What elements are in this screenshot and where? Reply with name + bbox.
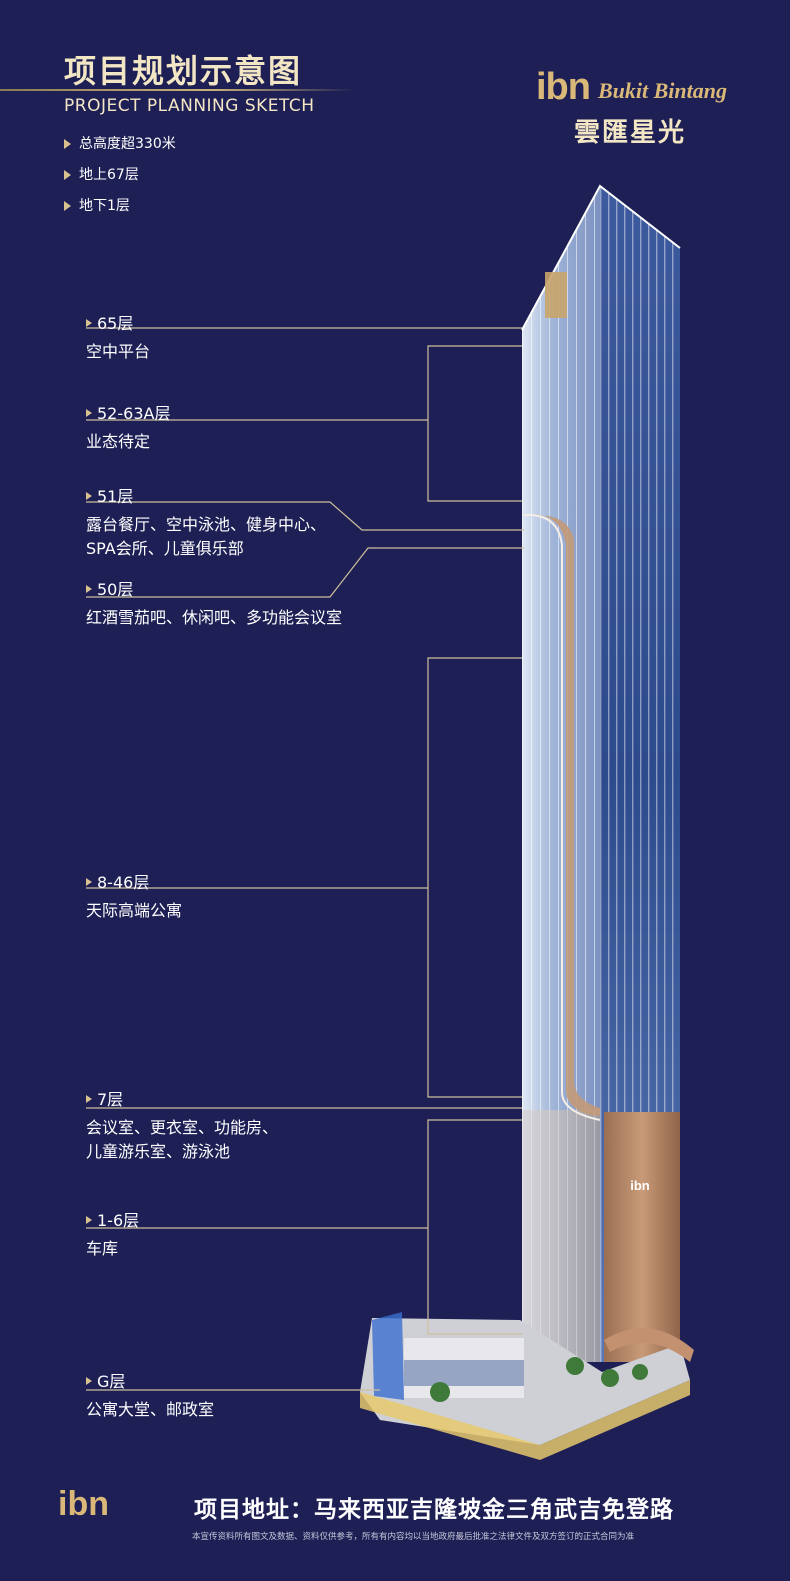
- floor-label-50: 50层 红酒雪茄吧、休闲吧、多功能会议室: [86, 580, 343, 627]
- arrow-icon: [64, 170, 71, 180]
- arrow-icon: [64, 201, 71, 211]
- project-address: 项目地址：马来西亚吉隆坡金三角武吉免登路: [194, 1497, 674, 1523]
- arrow-icon: [86, 584, 92, 593]
- arrow-icon: [64, 139, 71, 149]
- arrow-icon: [86, 1376, 92, 1385]
- page-title: 项目规划示意图: [64, 52, 303, 90]
- bronze-panel: [604, 1112, 680, 1362]
- title-divider: [0, 89, 355, 91]
- brand-english-name: Bukit Bintang: [598, 78, 728, 103]
- arrow-icon: [86, 1094, 92, 1103]
- page-subtitle: PROJECT PLANNING SKETCH: [64, 96, 315, 116]
- stat-height: 总高度超330米: [64, 133, 176, 153]
- leader-lines: [86, 327, 524, 1391]
- brand-chinese-name: 雲匯星光: [574, 118, 687, 148]
- stat-floors-above: 地上67层: [64, 164, 139, 184]
- disclaimer-text: 本宣传资料所有图文及数据、资料仅供参考，所有有内容均以当地政府最后批准之法律文件…: [192, 1532, 635, 1542]
- floor-label-1-6: 1-6层 车库: [86, 1211, 140, 1258]
- tower-crest-icon: [545, 272, 567, 318]
- arrow-icon: [86, 877, 92, 886]
- floor-label-g: G层 公寓大堂、邮政室: [86, 1372, 215, 1419]
- stat-floors-below: 地下1层: [64, 195, 130, 215]
- arrow-icon: [86, 408, 92, 417]
- floor-label-52-63a: 52-63A层 业态待定: [86, 404, 171, 451]
- arrow-icon: [86, 318, 92, 327]
- footer-logo: ibn: [58, 1485, 109, 1523]
- brand-logo: ibn: [536, 66, 591, 108]
- floor-label-7: 7层 会议室、更衣室、功能房、儿童游乐室、游泳池: [86, 1090, 279, 1161]
- floor-label-65: 65层 空中平台: [86, 314, 151, 361]
- facade-logo: ibn: [630, 1178, 650, 1193]
- arrow-icon: [86, 1215, 92, 1224]
- floor-label-8-46: 8-46层 天际高端公寓: [86, 873, 183, 920]
- floor-label-51: 51层 露台餐厅、空中泳池、健身中心、SPA会所、儿童俱乐部: [86, 487, 327, 558]
- arrow-icon: [86, 491, 92, 500]
